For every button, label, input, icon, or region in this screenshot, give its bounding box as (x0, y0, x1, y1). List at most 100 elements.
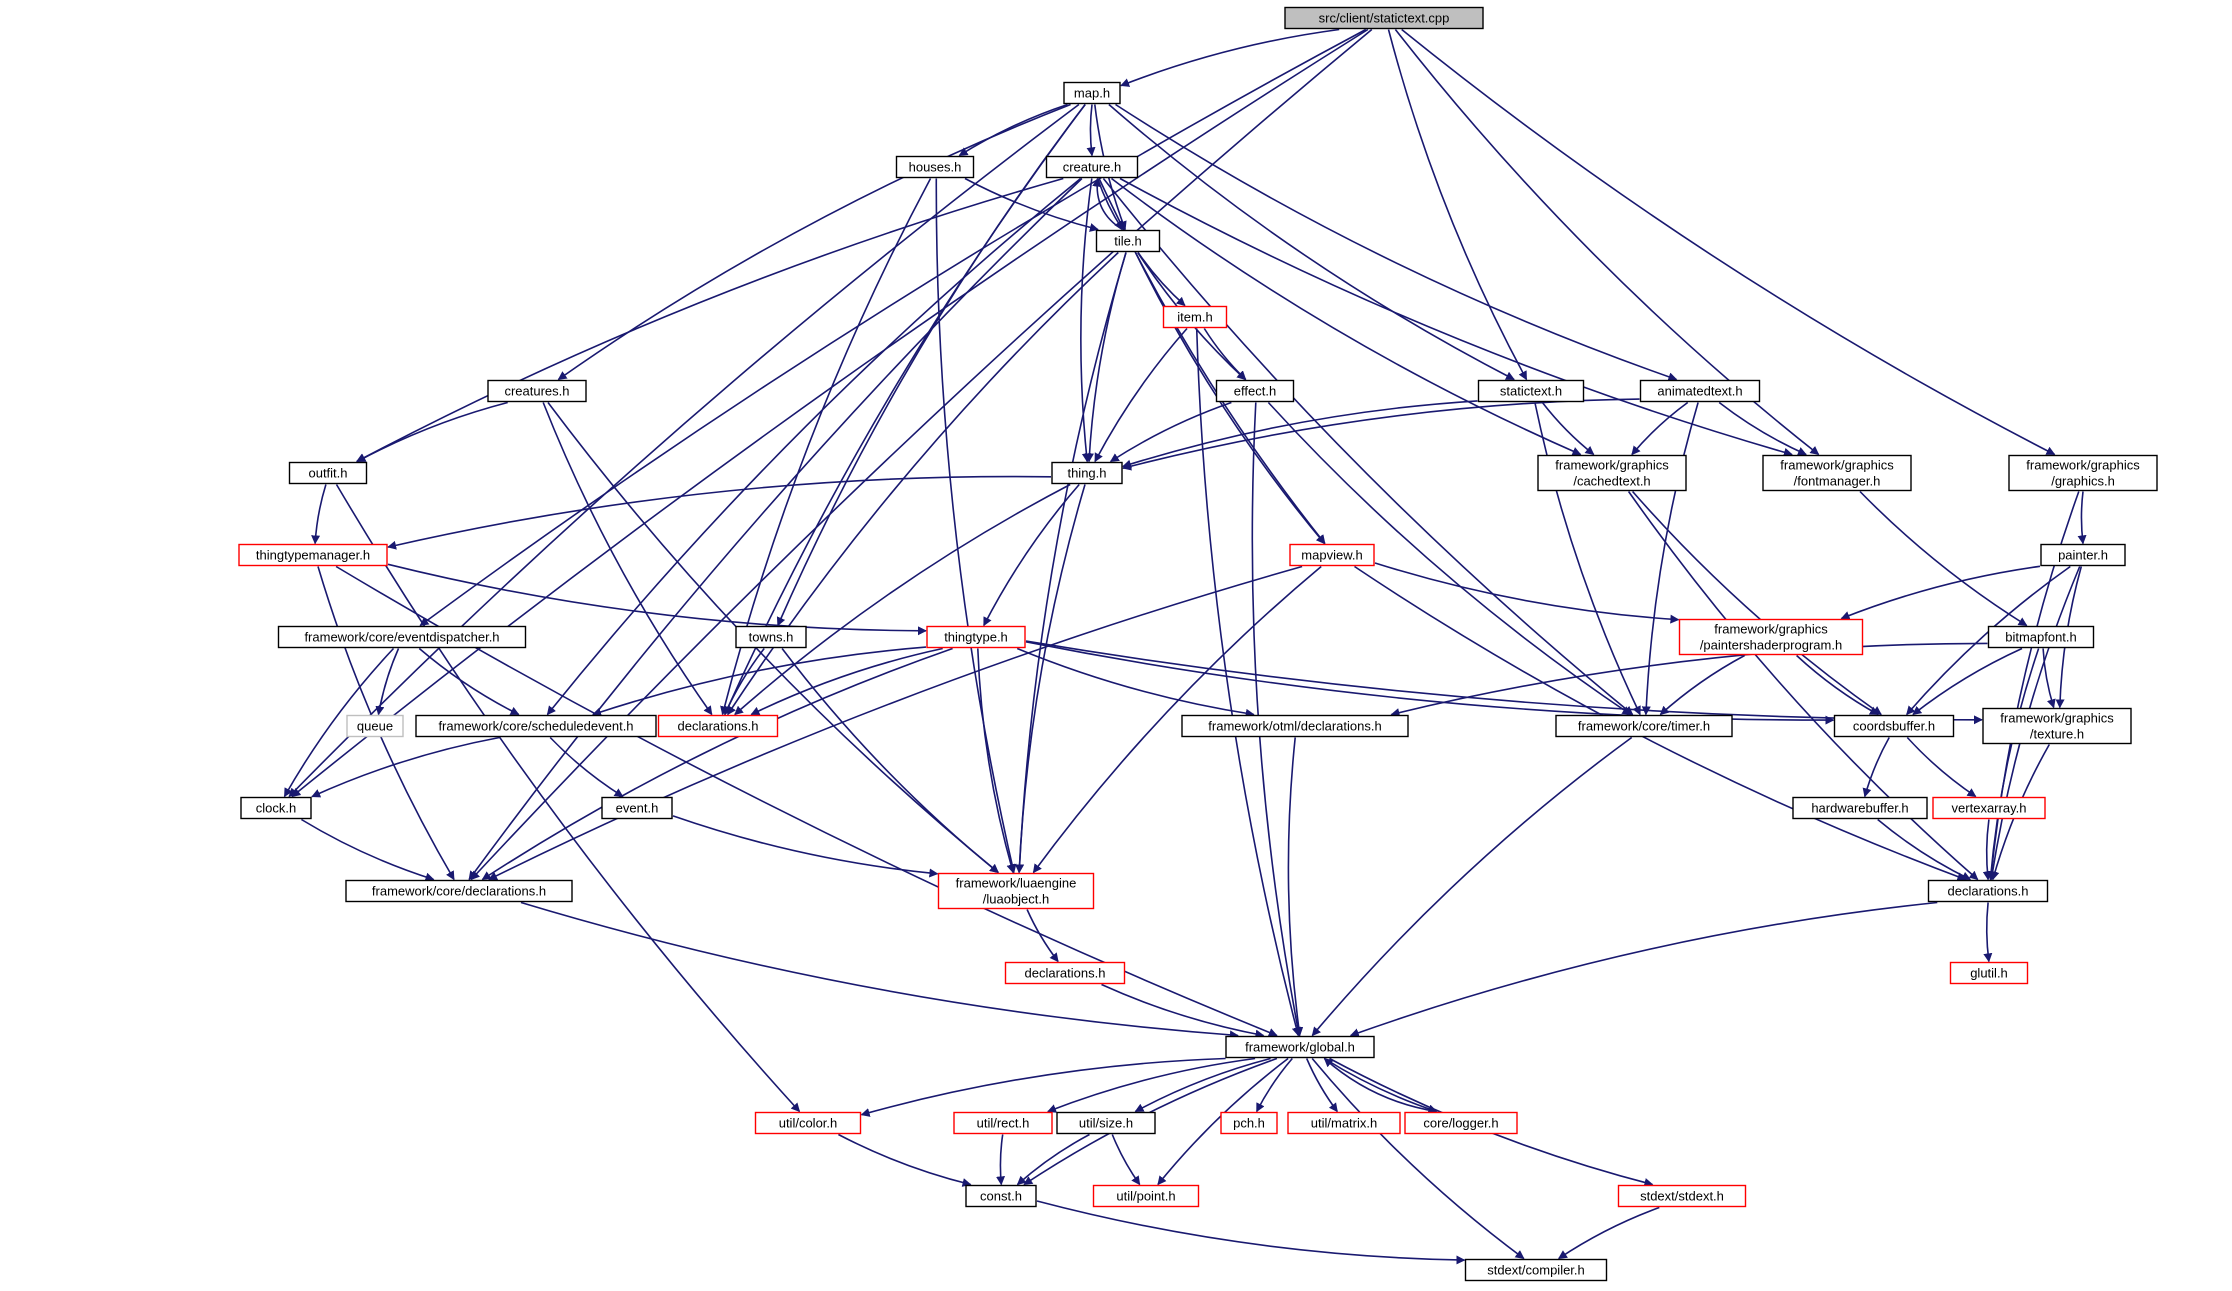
node-texture[interactable]: framework/graphics/texture.h (1982, 707, 2132, 745)
node-global[interactable]: framework/global.h (1225, 1035, 1375, 1059)
node-box (1537, 454, 1687, 492)
node-box (1833, 714, 1955, 738)
node-label: framework/graphics (1714, 622, 1828, 637)
node-box (1982, 707, 2132, 745)
edge-root-to-map (1120, 28, 1340, 87)
node-compiler[interactable]: stdext/compiler.h (1464, 1258, 1608, 1282)
node-otmldecl[interactable]: framework/otml/declarations.h (1181, 714, 1409, 738)
edge-fontmanager-to-bitmapfont (1859, 490, 2028, 627)
node-label: queue (357, 719, 393, 734)
node-cachedtext[interactable]: framework/graphics/cachedtext.h (1537, 454, 1687, 492)
edge-bitmapfont-to-texture (2042, 648, 2056, 709)
edge-root-to-clock (291, 28, 1369, 798)
node-clock[interactable]: clock.h (240, 796, 312, 820)
edge-timer-to-global (1311, 736, 1633, 1037)
edge-mapview-to-luaobject (1032, 565, 1322, 874)
node-box (1289, 543, 1375, 567)
node-label: framework/graphics (2000, 711, 2114, 726)
node-root[interactable]: src/client/statictext.cpp (1284, 6, 1484, 30)
edge-global-to-size (1134, 1057, 1271, 1113)
node-effect[interactable]: effect.h (1215, 379, 1295, 403)
node-tile[interactable]: tile.h (1095, 229, 1161, 253)
node-bitmapfont[interactable]: bitmapfont.h (1987, 625, 2095, 649)
node-map[interactable]: map.h (1063, 81, 1121, 105)
node-thingtype[interactable]: thingtype.h (926, 625, 1026, 649)
node-size[interactable]: util/size.h (1056, 1111, 1156, 1135)
node-scheduledevent[interactable]: framework/core/scheduledevent.h (415, 714, 657, 738)
node-stdext[interactable]: stdext/stdext.h (1617, 1184, 1747, 1208)
node-box (1555, 714, 1733, 738)
node-point[interactable]: util/point.h (1092, 1184, 1200, 1208)
node-coredecl[interactable]: framework/core/declarations.h (345, 879, 573, 903)
node-event[interactable]: event.h (601, 796, 673, 820)
node-thingtypemanager[interactable]: thingtypemanager.h (238, 543, 388, 567)
edge-thing-to-luaobject (1015, 484, 1086, 874)
node-thing[interactable]: thing.h (1051, 461, 1123, 485)
node-label: util/rect.h (977, 1116, 1030, 1131)
node-vertexarray[interactable]: vertexarray.h (1932, 796, 2046, 820)
node-hardwarebuffer[interactable]: hardwarebuffer.h (1792, 796, 1928, 820)
node-label: creatures.h (504, 384, 569, 399)
node-box (1004, 961, 1126, 985)
node-label: util/size.h (1079, 1116, 1133, 1131)
edge-thing-to-thingtypemanager (387, 475, 1052, 550)
node-luaobject[interactable]: framework/luaengine/luaobject.h (937, 872, 1095, 910)
node-luadecl[interactable]: declarations.h (1004, 961, 1126, 985)
node-box (1617, 1184, 1747, 1208)
node-eventdispatcher[interactable]: framework/core/eventdispatcher.h (277, 625, 527, 649)
node-item[interactable]: item.h (1162, 305, 1228, 329)
node-const[interactable]: const.h (965, 1184, 1037, 1208)
node-label: thingtypemanager.h (256, 548, 370, 563)
edge-map-to-clock (288, 103, 1080, 798)
edge-global-to-pch (1255, 1057, 1293, 1113)
node-pch[interactable]: pch.h (1220, 1111, 1278, 1135)
edge-luadecl-to-global (1101, 983, 1265, 1039)
node-label: /texture.h (2030, 727, 2084, 742)
edge-scheduledevent-to-event (549, 736, 624, 798)
node-mapview[interactable]: mapview.h (1289, 543, 1375, 567)
node-matrix[interactable]: util/matrix.h (1287, 1111, 1401, 1135)
node-rect[interactable]: util/rect.h (953, 1111, 1053, 1135)
node-declarations_red[interactable]: declarations.h (657, 714, 779, 738)
node-towns[interactable]: towns.h (735, 625, 807, 649)
edge-creature-to-thing (1080, 178, 1093, 463)
node-label: towns.h (749, 630, 794, 645)
node-label: bitmapfont.h (2005, 630, 2077, 645)
edge-creatures-to-declarations_red (542, 402, 713, 716)
node-creature[interactable]: creature.h (1045, 155, 1139, 179)
node-label: creature.h (1063, 160, 1122, 175)
node-timer[interactable]: framework/core/timer.h (1555, 714, 1733, 738)
node-houses[interactable]: houses.h (895, 155, 975, 179)
node-animatedtext[interactable]: animatedtext.h (1639, 379, 1761, 403)
edge-creature-to-cachedtext (1111, 177, 1582, 456)
node-box (1045, 155, 1139, 179)
edge-root-to-graphics (1401, 28, 2056, 456)
edge-graphics-to-painter (2077, 491, 2087, 545)
node-box (953, 1111, 1053, 1135)
node-box (1225, 1035, 1375, 1059)
node-box (1063, 81, 1121, 105)
node-paintershader[interactable]: framework/graphics/paintershaderprogram.… (1678, 618, 1864, 656)
node-box (601, 796, 673, 820)
node-statictext[interactable]: statictext.h (1477, 379, 1585, 403)
node-painter[interactable]: painter.h (2040, 543, 2126, 567)
node-coordsbuffer[interactable]: coordsbuffer.h (1833, 714, 1955, 738)
node-color[interactable]: util/color.h (754, 1111, 862, 1135)
edge-color-to-const (838, 1133, 972, 1187)
node-queue[interactable]: queue (346, 714, 404, 738)
node-logger[interactable]: core/logger.h (1404, 1111, 1518, 1135)
node-outfit[interactable]: outfit.h (288, 461, 368, 485)
node-box (1639, 379, 1761, 403)
edge-coredecl-to-global (520, 901, 1239, 1040)
node-label: statictext.h (1500, 384, 1562, 399)
node-creatures[interactable]: creatures.h (487, 379, 587, 403)
node-label: thing.h (1067, 466, 1106, 481)
edge-statictext-to-thing (1122, 400, 1478, 469)
node-gfxdecl[interactable]: declarations.h (1927, 879, 2049, 903)
node-box (1095, 229, 1161, 253)
node-box (657, 714, 779, 738)
node-graphics[interactable]: framework/graphics/graphics.h (2008, 454, 2158, 492)
edge-map-to-houses (958, 103, 1068, 157)
node-glutil[interactable]: glutil.h (1949, 961, 2029, 985)
node-fontmanager[interactable]: framework/graphics/fontmanager.h (1762, 454, 1912, 492)
